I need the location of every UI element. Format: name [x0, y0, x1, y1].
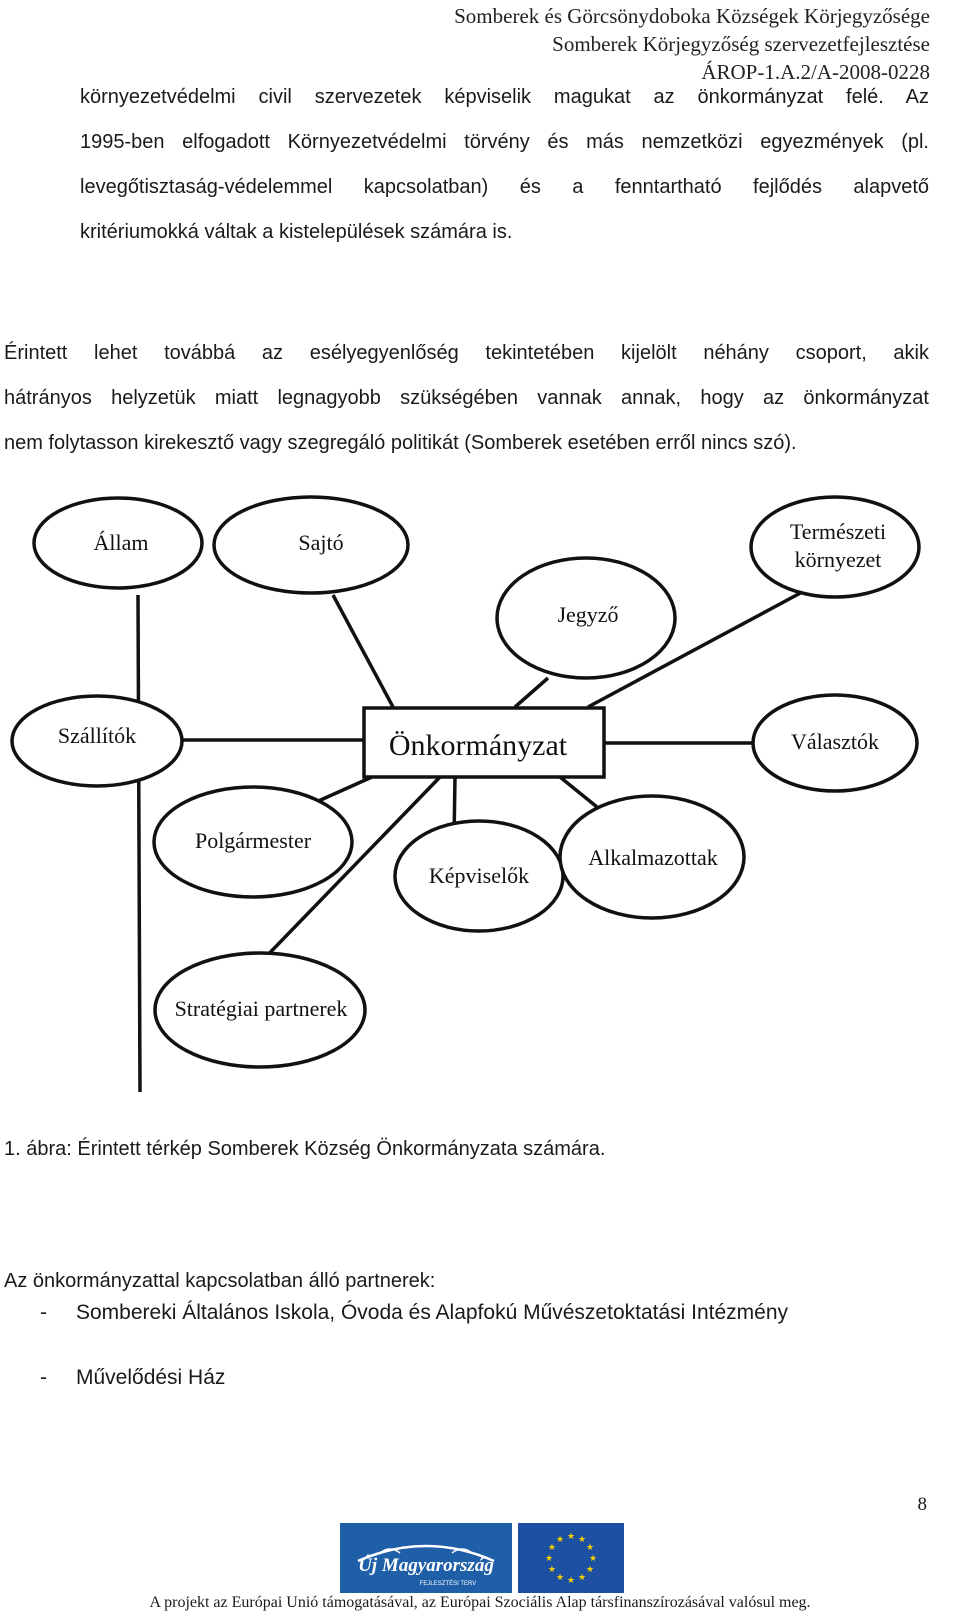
node-label-strategiai: Stratégiai partnerek	[175, 996, 348, 1021]
connector-termeszeti	[587, 588, 807, 709]
node-label-szallitok: Szállítók	[58, 723, 136, 748]
eu-star-icon: ★	[578, 1534, 586, 1544]
partners-intro-text: Az önkormányzattal kapcsolatban álló par…	[4, 1270, 436, 1292]
oval-alkalmazottak	[558, 794, 746, 920]
oval-valasztok	[751, 693, 919, 793]
eu-star-icon: ★	[586, 1542, 594, 1552]
node-label-valasztok: Választók	[791, 729, 879, 754]
list-item-text: Művelődési Ház	[76, 1366, 226, 1389]
node-label-termeszeti-2: környezet	[795, 547, 882, 572]
header-line-project: Somberek Körjegyzőség szervezetfejleszté…	[552, 32, 930, 56]
oval-szallitok	[10, 694, 184, 788]
node-label-jegyzo: Jegyző	[557, 602, 618, 627]
logo-um-subtext: FEJLESZTÉSI TERV	[420, 1580, 476, 1587]
center-box-onkormanyzat	[362, 706, 606, 779]
eu-star-icon: ★	[548, 1542, 556, 1552]
oval-termeszeti	[749, 495, 921, 599]
footer-funding-statement: A projekt az Európai Unió támogatásával,…	[149, 1594, 811, 1611]
eu-star-icon: ★	[556, 1534, 564, 1544]
eu-star-icons: ★★★★★★★★★★★★	[545, 1531, 597, 1585]
eu-star-icon: ★	[578, 1572, 586, 1582]
center-label: Önkormányzat	[389, 729, 568, 762]
stakeholder-map-diagram: Önkormányzat Állam Sajtó Természeti körn…	[10, 495, 921, 1093]
list-item: - Sombereki Általános Iskola, Óvoda és A…	[40, 1301, 920, 1331]
figure-caption: 1. ábra: Érintett térkép Somberek Község…	[4, 1138, 606, 1160]
eu-star-icon: ★	[556, 1572, 564, 1582]
list-item-text: Sombereki Általános Iskola, Óvoda és Ala…	[76, 1301, 789, 1324]
oval-polgarmester	[152, 785, 354, 899]
logo-um-text: Új Magyarország	[358, 1554, 494, 1576]
paragraph-line: kritériumokká váltak a kistelepülések sz…	[80, 221, 513, 243]
paragraph-line: hátrányos helyzetük miatt legnagyobb szü…	[4, 387, 929, 409]
connector-allam	[136, 594, 142, 1093]
node-label-kepviselok: Képviselők	[429, 863, 529, 888]
eu-star-icon: ★	[589, 1553, 597, 1563]
paragraph-line: levegőtisztaság-védelemmel kapcsolatban)…	[80, 176, 929, 198]
eu-star-icon: ★	[567, 1575, 575, 1585]
paragraph-line: 1995-ben elfogadott Környezetvédelmi tör…	[80, 131, 929, 153]
document-header: Somberek és Görcsönydoboka Községek Körj…	[454, 2, 930, 86]
node-label-allam: Állam	[94, 530, 149, 555]
eu-star-icon: ★	[567, 1531, 575, 1541]
paragraph-line: nem folytasson kirekesztő vagy szegregál…	[4, 432, 797, 454]
header-line-organization: Somberek és Görcsönydoboka Községek Körj…	[454, 4, 930, 28]
oval-sajto	[212, 495, 410, 595]
eu-star-icon: ★	[548, 1564, 556, 1574]
oval-strategiai	[153, 951, 367, 1069]
node-label-alkalmazottak: Alkalmazottak	[588, 845, 718, 870]
stakeholder-ovals	[10, 495, 921, 1069]
header-line-project-code: ÁROP-1.A.2/A-2008-0228	[701, 60, 930, 84]
connector-jegyzo	[513, 676, 550, 709]
list-bullet-dash: -	[40, 1366, 47, 1389]
node-label-termeszeti-1: Természeti	[790, 519, 886, 544]
eu-star-icon: ★	[545, 1553, 553, 1563]
node-label-sajto: Sajtó	[298, 530, 343, 555]
connector-strategiai	[256, 775, 442, 967]
connector-sajto	[331, 594, 395, 708]
paragraph-line: Érintett lehet továbbá az esélyegyenlősé…	[4, 342, 929, 364]
paragraph-line: környezetvédelmi civil szervezetek képvi…	[80, 86, 929, 108]
eu-flag-logo: ★★★★★★★★★★★★	[518, 1523, 624, 1593]
oval-jegyzo	[495, 556, 677, 680]
node-label-polgarmester: Polgármester	[195, 828, 312, 853]
page-number: 8	[917, 1494, 928, 1515]
list-item: - Művelődési Ház	[40, 1366, 920, 1396]
uj-magyarorszag-logo: Új Magyarország FEJLESZTÉSI TERV	[340, 1523, 512, 1593]
oval-allam	[32, 496, 204, 590]
eu-star-icon: ★	[586, 1564, 594, 1574]
connector-alkalmazottak	[558, 775, 599, 809]
list-bullet-dash: -	[40, 1301, 47, 1324]
